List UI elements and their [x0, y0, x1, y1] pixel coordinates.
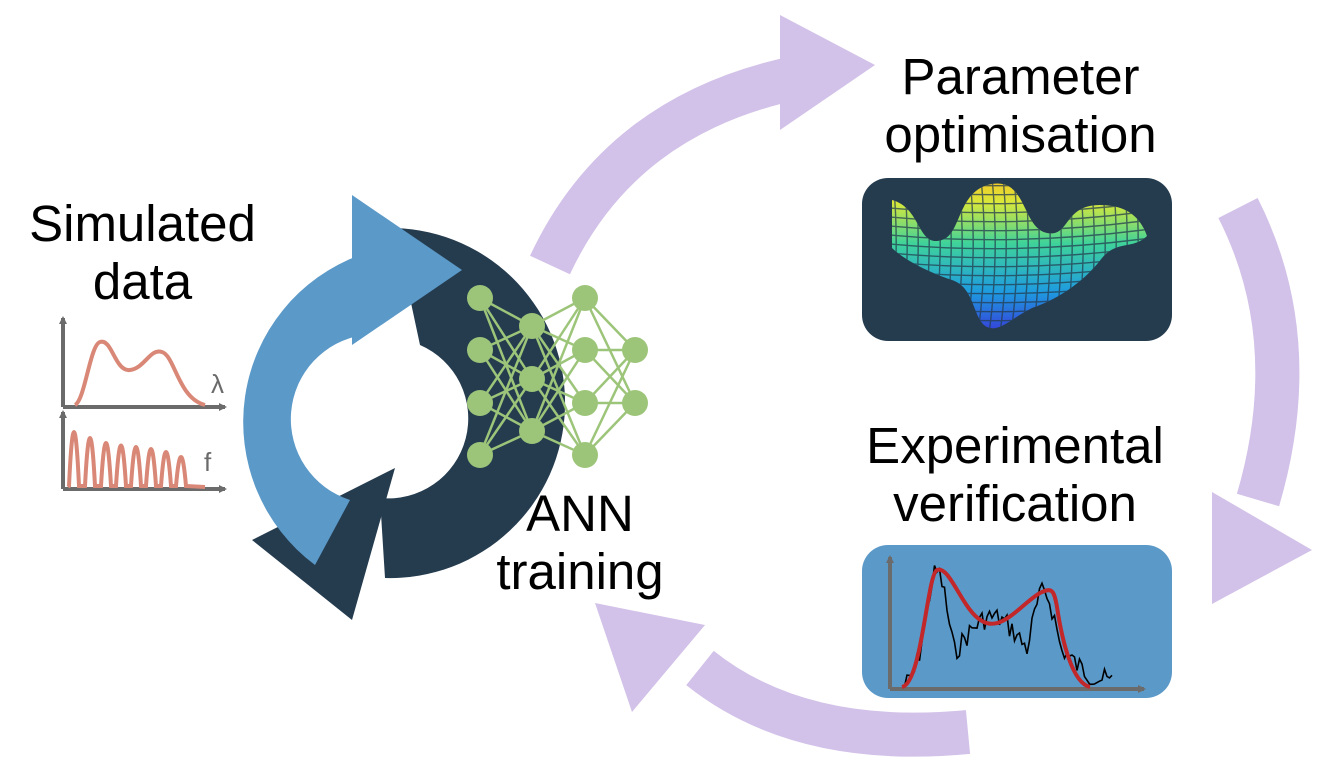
simulated-data-label: Simulated data — [5, 195, 280, 311]
network-node — [467, 285, 493, 311]
spectrum-axis-label: λ — [211, 369, 224, 399]
network-node — [467, 442, 493, 468]
neural-network-icon — [467, 285, 648, 468]
network-node — [572, 285, 598, 311]
network-node — [622, 390, 648, 416]
surface-plot-icon — [892, 183, 1147, 329]
network-edge — [583, 349, 637, 456]
parameter-optimisation-label: Parameter optimisation — [848, 48, 1193, 164]
network-node — [519, 418, 545, 444]
network-node — [572, 337, 598, 363]
network-node — [519, 313, 545, 339]
experimental-verification-label: Experimental verification — [830, 417, 1200, 533]
frequency-curve — [66, 430, 206, 489]
network-node — [467, 390, 493, 416]
parameter-optimisation-line-1: Parameter — [901, 48, 1140, 105]
ann-training-label: ANN training — [465, 485, 695, 601]
network-node — [467, 337, 493, 363]
experimental-verification-line-2: verification — [893, 475, 1137, 532]
cycle-arrowhead-optimisation — [780, 15, 875, 130]
spectrum-curve — [73, 339, 206, 407]
network-edge — [530, 349, 587, 432]
cycle-arrowhead-verification — [1212, 492, 1312, 604]
fitted-curve — [900, 567, 1091, 689]
network-edge — [478, 378, 534, 456]
simulated-data-line-2: data — [92, 253, 193, 310]
cycle-arrow-to-optimisation — [530, 56, 800, 275]
ring-light-arc — [243, 255, 363, 565]
cycle-arrow-to-training — [686, 650, 971, 757]
network-edge — [530, 297, 587, 380]
network-node — [572, 442, 598, 468]
cycle-arrows — [530, 15, 1312, 757]
parameter-optimisation-line-2: optimisation — [884, 106, 1157, 163]
network-node — [519, 366, 545, 392]
ann-training-line-1: ANN — [526, 485, 634, 542]
cycle-arrowhead-training — [595, 603, 705, 712]
simulated-data-line-1: Simulated — [29, 195, 256, 252]
frequency-axis-label: f — [204, 447, 212, 477]
spectrum-plot-icon — [886, 555, 1146, 693]
verification-panel — [862, 545, 1172, 698]
ann-training-line-2: training — [496, 543, 664, 600]
experimental-verification-line-1: Experimental — [866, 417, 1164, 474]
network-node — [572, 390, 598, 416]
optimisation-panel — [862, 178, 1172, 341]
ring-light-head — [352, 195, 462, 345]
network-node — [622, 337, 648, 363]
network-edge — [478, 325, 534, 456]
cycle-arrow-to-verification — [1218, 198, 1300, 507]
simulated-spectrum-icon: λ — [59, 316, 227, 411]
network-edge — [530, 297, 587, 432]
network-edge — [478, 325, 534, 404]
frequency-plot-icon: f — [59, 410, 227, 493]
